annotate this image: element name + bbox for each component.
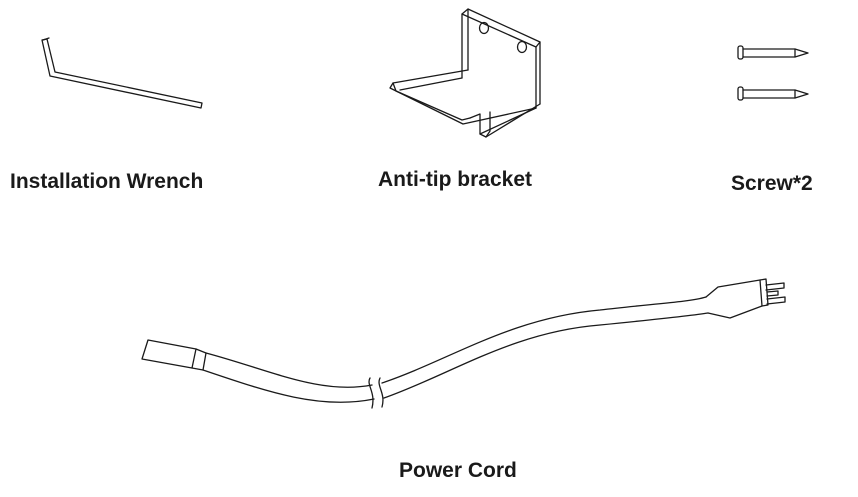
power-cord-label: Power Cord bbox=[399, 459, 517, 482]
screw-drawing-bottom bbox=[737, 86, 809, 101]
installation-wrench-drawing bbox=[41, 37, 203, 109]
screw-drawing-top bbox=[737, 45, 809, 60]
screw-label: Screw*2 bbox=[731, 172, 813, 195]
installation-wrench-label: Installation Wrench bbox=[10, 170, 204, 193]
anti-tip-bracket-label: Anti-tip bracket bbox=[378, 168, 533, 191]
anti-tip-bracket-drawing bbox=[389, 8, 541, 138]
power-cord-drawing bbox=[141, 278, 786, 409]
